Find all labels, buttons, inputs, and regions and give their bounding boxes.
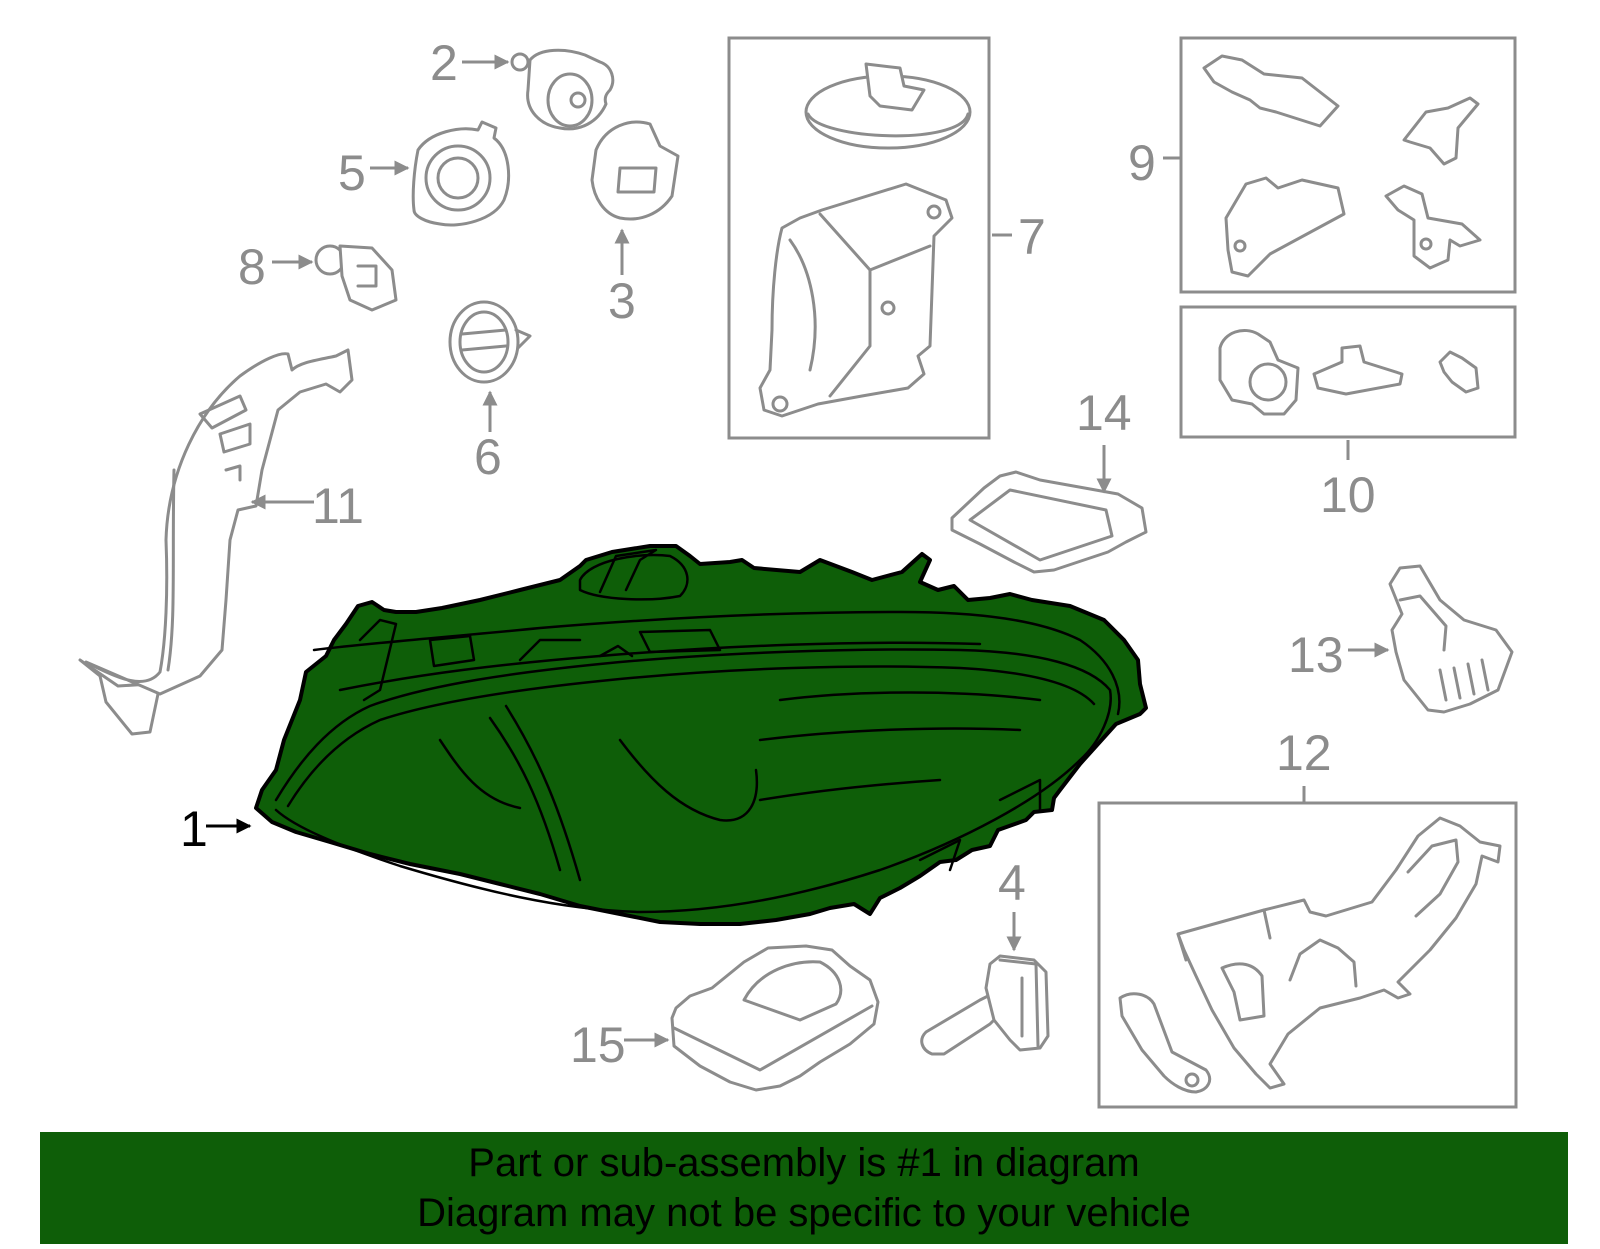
part-5-cap[interactable]	[411, 120, 511, 227]
callout-9: 9	[1128, 135, 1156, 191]
callout-4: 4	[998, 855, 1026, 911]
callout-3: 3	[608, 273, 636, 329]
part-12-harness[interactable]	[1118, 816, 1502, 1094]
kit-box-9	[1179, 36, 1517, 294]
part-8-socket[interactable]	[314, 244, 398, 312]
callout-1: 1	[180, 801, 208, 857]
kit-box-12	[1097, 801, 1518, 1109]
callout-10: 10	[1320, 467, 1376, 523]
info-banner: Part or sub-assembly is #1 in diagram Di…	[40, 1132, 1568, 1244]
part-9-brackets[interactable]	[1202, 54, 1482, 278]
part-15-ballast[interactable]	[670, 944, 880, 1092]
callout-7: 7	[1018, 209, 1046, 265]
callout-12: 12	[1276, 725, 1332, 781]
callout-11: 11	[312, 478, 364, 534]
part-7-module[interactable]	[758, 62, 972, 418]
callout-6: 6	[474, 429, 502, 485]
kit-box-10	[1179, 305, 1517, 439]
banner-line-1: Part or sub-assembly is #1 in diagram	[468, 1141, 1140, 1185]
part-6-cap[interactable]	[448, 300, 532, 384]
callout-2: 2	[430, 35, 458, 91]
kit-box-7	[727, 36, 991, 440]
part-14-module[interactable]	[950, 470, 1148, 574]
callout-14: 14	[1076, 385, 1132, 441]
part-3-cover[interactable]	[590, 120, 680, 221]
part-4-bulb[interactable]	[920, 954, 1050, 1056]
callout-8: 8	[238, 239, 266, 295]
banner-line-2: Diagram may not be specific to your vehi…	[417, 1191, 1191, 1235]
part-10-hardware[interactable]	[1218, 329, 1480, 416]
part-2-socket[interactable]	[510, 48, 615, 131]
callout-13: 13	[1288, 627, 1344, 683]
callout-5: 5	[338, 145, 366, 201]
part-1-headlamp-assembly[interactable]	[254, 544, 1148, 926]
part-13-connector[interactable]	[1388, 564, 1514, 714]
callout-15: 15	[570, 1017, 626, 1073]
part-11-bracket[interactable]	[78, 348, 354, 736]
